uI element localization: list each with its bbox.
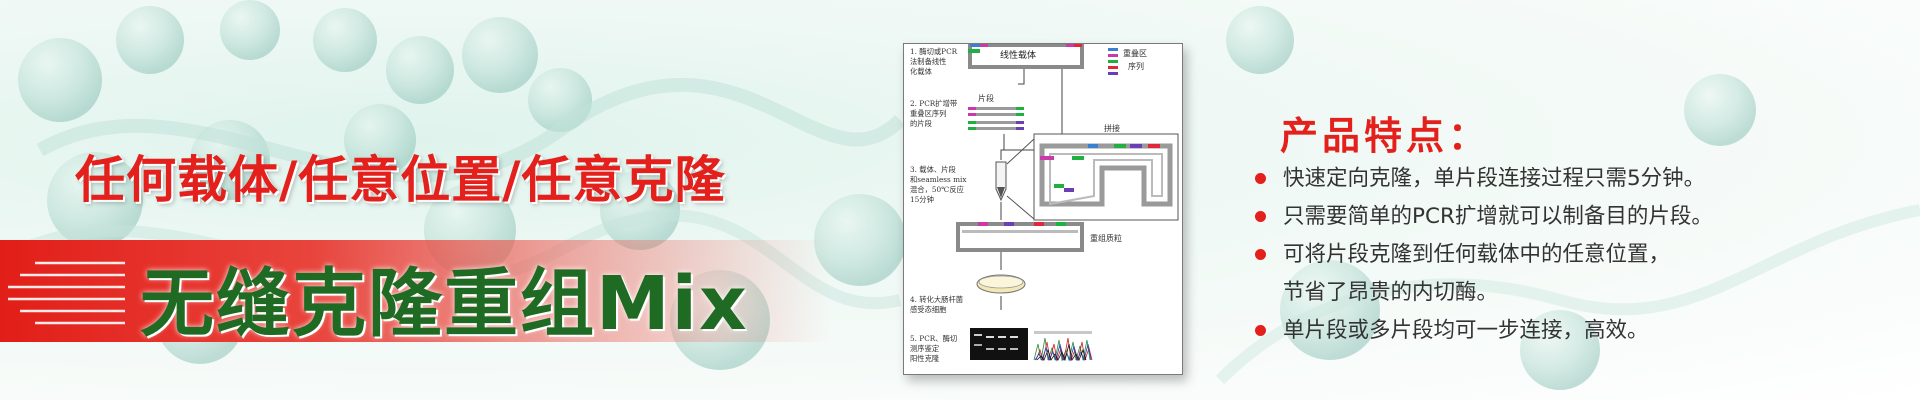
- workflow-diagram-graphic: 1. 酶切或PCR 法制备线性 化载体 2. PCR扩增带 重叠区序列 的片段 …: [910, 44, 1179, 363]
- ligation-label: 拼接: [1104, 123, 1120, 133]
- overlap-legend-label: 重叠区 序列: [1123, 48, 1150, 71]
- feature-item: 可将片段克隆到任何载体中的任意位置， 节省了昂贵的内切酶。: [1253, 236, 1893, 312]
- step-1-text: 1. 酶切或PCR 法制备线性 化载体: [910, 47, 960, 76]
- feature-text-continuation: 节省了昂贵的内切酶。: [1283, 280, 1499, 305]
- bullet-icon: [1255, 211, 1266, 222]
- feature-item: 快速定向克隆，单片段连接过程只需5分钟。: [1253, 160, 1893, 198]
- feature-item: 单片段或多片段均可一步连接，高效。: [1253, 312, 1893, 350]
- tagline: 任何载体/任意位置/任意克隆: [75, 151, 726, 209]
- feature-text: 快速定向克隆，单片段连接过程只需5分钟。: [1283, 166, 1706, 191]
- reaction-tube-icon: [995, 161, 1007, 202]
- linear-vector-graphic: [968, 44, 1084, 69]
- feature-text: 可将片段克隆到任何载体中的任意位置，: [1283, 242, 1671, 267]
- bullet-icon: [1255, 173, 1266, 184]
- recombinant-plasmid-label: 重组质粒: [1090, 233, 1122, 243]
- bullet-icon: [1255, 325, 1266, 336]
- product-name: 无缝克隆重组Mix: [140, 261, 749, 347]
- feature-item: 只需要简单的PCR扩增就可以制备目的片段。: [1253, 198, 1893, 236]
- workflow-diagram: 1. 酶切或PCR 法制备线性 化载体 2. PCR扩增带 重叠区序列 的片段 …: [903, 43, 1183, 375]
- step-4-text: 4. 转化大肠杆菌 感受态细胞: [910, 295, 965, 314]
- bullet-icon: [1255, 249, 1266, 260]
- fragment-graphics: [968, 107, 1024, 130]
- feature-text: 单片段或多片段均可一步连接，高效。: [1283, 318, 1649, 343]
- step-5-text: 5. PCR、酶切 测序鉴定 阳性克隆: [910, 334, 960, 363]
- overlap-legend-swatches: [1108, 48, 1118, 75]
- features-list: 快速定向克隆，单片段连接过程只需5分钟。 只需要简单的PCR扩增就可以制备目的片…: [1253, 160, 1893, 350]
- sequencing-trace-icon: [1033, 331, 1093, 362]
- speed-lines-decoration: [8, 261, 125, 325]
- fragment-label: 片段: [978, 93, 994, 103]
- zoom-lines: [1006, 138, 1035, 220]
- flow-arrows: [1000, 69, 1063, 310]
- gel-image-icon: [970, 328, 1028, 360]
- ligation-assembly-graphic: [1039, 143, 1173, 207]
- step-3-text: 3. 载体、片段 和seamless mix 混合，50℃反应 15分钟: [910, 165, 969, 204]
- title-band: [0, 240, 830, 342]
- recombinant-plasmid-graphic: [956, 222, 1084, 252]
- feature-text: 只需要简单的PCR扩增就可以制备目的片段。: [1283, 204, 1713, 229]
- petri-dish-icon: [976, 274, 1026, 294]
- linear-vector-label: 线性载体: [1000, 49, 1036, 61]
- step-2-text: 2. PCR扩增带 重叠区序列 的片段: [910, 99, 960, 128]
- features-title: 产品特点：: [1280, 114, 1491, 158]
